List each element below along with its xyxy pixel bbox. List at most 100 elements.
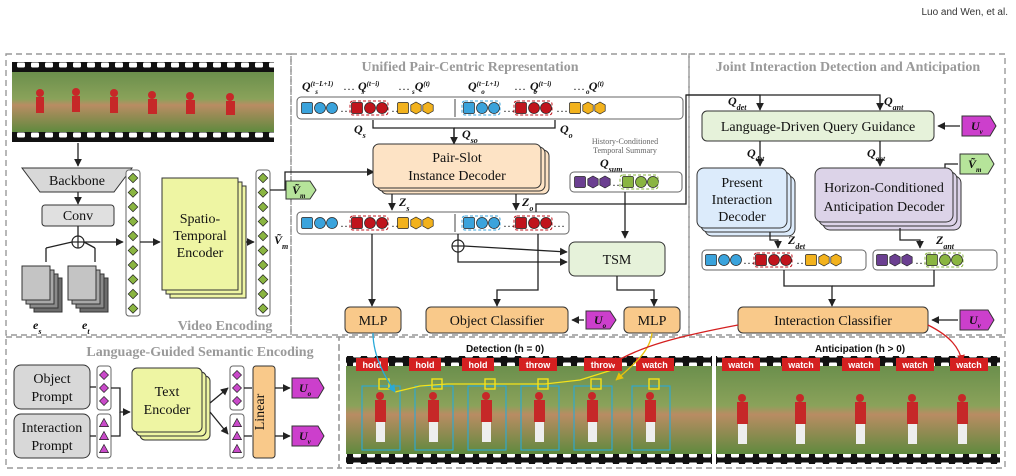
player-body bbox=[534, 400, 545, 422]
mlp-right: MLP bbox=[623, 306, 681, 334]
svg-text:Ṽm: Ṽm bbox=[968, 157, 982, 174]
svg-text:Object: Object bbox=[33, 372, 70, 387]
token-hexagon bbox=[830, 253, 842, 267]
token-circle bbox=[730, 254, 742, 266]
ellipsis: … bbox=[514, 79, 526, 93]
ellipsis: … bbox=[573, 79, 585, 93]
token-circle bbox=[364, 217, 376, 229]
player-head bbox=[646, 392, 654, 400]
uv-token-tag-lang: Uv bbox=[291, 425, 325, 447]
ellipsis: … bbox=[556, 101, 568, 115]
token-circle bbox=[540, 217, 552, 229]
highlight-box bbox=[924, 252, 964, 268]
text-diamond bbox=[232, 396, 242, 406]
ellipsis: … bbox=[340, 216, 352, 230]
player-head bbox=[588, 392, 596, 400]
token-circle bbox=[647, 176, 659, 188]
svg-text:Uv: Uv bbox=[971, 119, 984, 136]
svg-text:Spatio-: Spatio- bbox=[180, 212, 221, 227]
conv-block: Conv bbox=[41, 204, 115, 227]
token-square bbox=[926, 254, 938, 266]
player-legs bbox=[535, 422, 544, 442]
detection-label-text: watch bbox=[641, 360, 668, 370]
player-body bbox=[795, 402, 806, 424]
player-body bbox=[481, 400, 492, 422]
interaction-prompt-box: Interaction Prompt bbox=[13, 413, 91, 459]
text-diamond bbox=[232, 370, 242, 380]
token-hexagon bbox=[901, 253, 913, 267]
pair-slot-instance-decoder: Pair-Slot Instance Decoder bbox=[372, 143, 550, 195]
prompt-triangle bbox=[98, 417, 110, 427]
history-summary-caption-2: Temporal Summary bbox=[593, 146, 657, 155]
add-operator-pair bbox=[451, 239, 465, 253]
language-guided-panel bbox=[5, 336, 340, 469]
feature-diamond bbox=[257, 259, 269, 271]
svg-text:MLP: MLP bbox=[359, 314, 388, 329]
token-circle bbox=[780, 254, 792, 266]
detection-label-tag bbox=[462, 358, 494, 371]
feature-diamond bbox=[257, 245, 269, 256]
feature-diamond bbox=[127, 230, 139, 242]
ellipsis: … bbox=[915, 253, 927, 267]
svg-text:Language-Driven Query Guidance: Language-Driven Query Guidance bbox=[721, 120, 915, 135]
detection-label-text: hold bbox=[469, 360, 488, 370]
svg-text:TSM: TSM bbox=[603, 253, 632, 268]
svg-text:Interaction Classifier: Interaction Classifier bbox=[774, 314, 892, 329]
query-label: Q(t−L+1)s bbox=[302, 79, 333, 96]
token-circle bbox=[476, 217, 488, 229]
svg-text:Uo: Uo bbox=[594, 313, 607, 330]
backbone-block: Backbone bbox=[21, 167, 133, 193]
text-encoder: Text Encoder bbox=[131, 367, 211, 441]
player-legs bbox=[796, 424, 805, 444]
player-legs bbox=[856, 424, 865, 444]
token-circle bbox=[528, 102, 540, 114]
player-head bbox=[738, 394, 746, 402]
token-circle bbox=[768, 254, 780, 266]
classifier-to-anticipation-arrow bbox=[927, 324, 965, 363]
highlight-box bbox=[513, 215, 553, 231]
token-hexagon bbox=[410, 101, 422, 115]
highlight-box bbox=[619, 174, 659, 190]
temporal-embedding-stack bbox=[67, 265, 109, 313]
qdet-prime-label: Qdet bbox=[747, 146, 765, 163]
token-square bbox=[515, 102, 527, 114]
object-bbox bbox=[648, 378, 660, 390]
player-legs bbox=[376, 422, 385, 442]
language-driven-query-guidance: Language-Driven Query Guidance bbox=[701, 110, 935, 142]
feature-diamond bbox=[127, 259, 139, 271]
detection-label-tag bbox=[636, 358, 674, 371]
token-square bbox=[397, 102, 409, 114]
token-hexagon bbox=[587, 175, 599, 189]
qant-label: Qant bbox=[884, 94, 904, 112]
svg-text:Encoder: Encoder bbox=[177, 246, 224, 261]
ellipsis: … bbox=[796, 253, 808, 267]
token-square bbox=[705, 254, 717, 266]
qsum-label: Qsum bbox=[600, 156, 622, 174]
token-circle bbox=[528, 217, 540, 229]
ellipsis: … bbox=[343, 79, 355, 93]
query-label: Q(t)s bbox=[411, 79, 430, 96]
tsm-block: TSM bbox=[568, 241, 666, 277]
token-circle bbox=[364, 102, 376, 114]
mlp-left: MLP bbox=[344, 306, 402, 334]
feature-diamond bbox=[257, 201, 269, 213]
token-square bbox=[755, 254, 767, 266]
token-circle bbox=[718, 254, 730, 266]
highlight-box bbox=[461, 215, 501, 231]
anticipation-label-text: watch bbox=[727, 360, 754, 370]
token-square bbox=[397, 217, 409, 229]
token-square bbox=[351, 102, 363, 114]
token-square bbox=[351, 217, 363, 229]
token-hexagon bbox=[594, 101, 606, 115]
object-track-line bbox=[394, 369, 613, 393]
ellipsis: … bbox=[398, 79, 410, 93]
token-hexagon bbox=[410, 216, 422, 230]
spatio-temporal-encoder: Spatio- Temporal Encoder bbox=[161, 177, 247, 299]
svg-text:MLP: MLP bbox=[638, 314, 667, 329]
token-circle bbox=[635, 176, 647, 188]
token-square bbox=[301, 102, 313, 114]
interaction-classifier: Interaction Classifier bbox=[737, 306, 929, 334]
anticipation-label-tag bbox=[722, 358, 760, 371]
subject-bbox bbox=[361, 385, 401, 451]
text-triangle bbox=[231, 443, 243, 453]
